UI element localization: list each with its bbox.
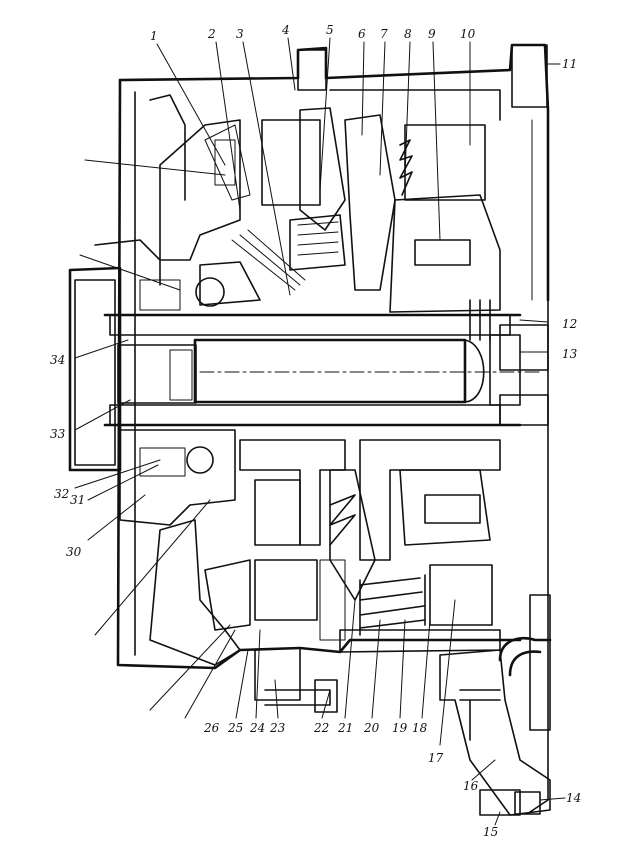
upper-sections — [159, 107, 501, 313]
label-33: 33 — [50, 427, 66, 441]
housing — [68, 43, 550, 813]
lower-sections — [119, 429, 552, 816]
label-30: 30 — [66, 545, 82, 559]
label-13: 13 — [562, 347, 578, 361]
label-32: 32 — [54, 487, 69, 501]
label-25: 25 — [227, 721, 243, 735]
label-5: 5 — [326, 23, 334, 37]
leader-lines — [74, 37, 566, 826]
label-4: 4 — [281, 23, 290, 37]
label-34: 34 — [50, 353, 65, 367]
label-14: 14 — [566, 791, 581, 805]
main-shaft — [103, 299, 549, 427]
part-labels: 1 2 3 4 5 6 7 8 9 10 11 12 13 14 15 16 1… — [50, 23, 581, 839]
label-19: 19 — [392, 721, 408, 735]
label-24: 24 — [249, 721, 265, 735]
bearings — [139, 277, 225, 477]
label-12: 12 — [562, 317, 577, 331]
label-21: 21 — [337, 721, 353, 735]
label-20: 20 — [363, 721, 380, 735]
label-3: 3 — [236, 27, 244, 41]
label-17: 17 — [428, 751, 444, 765]
label-23: 23 — [269, 721, 286, 735]
label-2: 2 — [207, 27, 216, 41]
label-16: 16 — [463, 779, 479, 793]
label-22: 22 — [313, 721, 329, 735]
label-1: 1 — [150, 29, 158, 43]
label-7: 7 — [380, 27, 388, 41]
label-31: 31 — [70, 493, 85, 507]
label-8: 8 — [404, 27, 412, 41]
label-18: 18 — [412, 721, 428, 735]
label-10: 10 — [460, 27, 476, 41]
label-9: 9 — [428, 27, 436, 41]
label-26: 26 — [203, 721, 220, 735]
label-11: 11 — [562, 57, 577, 71]
label-15: 15 — [483, 825, 498, 839]
label-6: 6 — [358, 27, 366, 41]
